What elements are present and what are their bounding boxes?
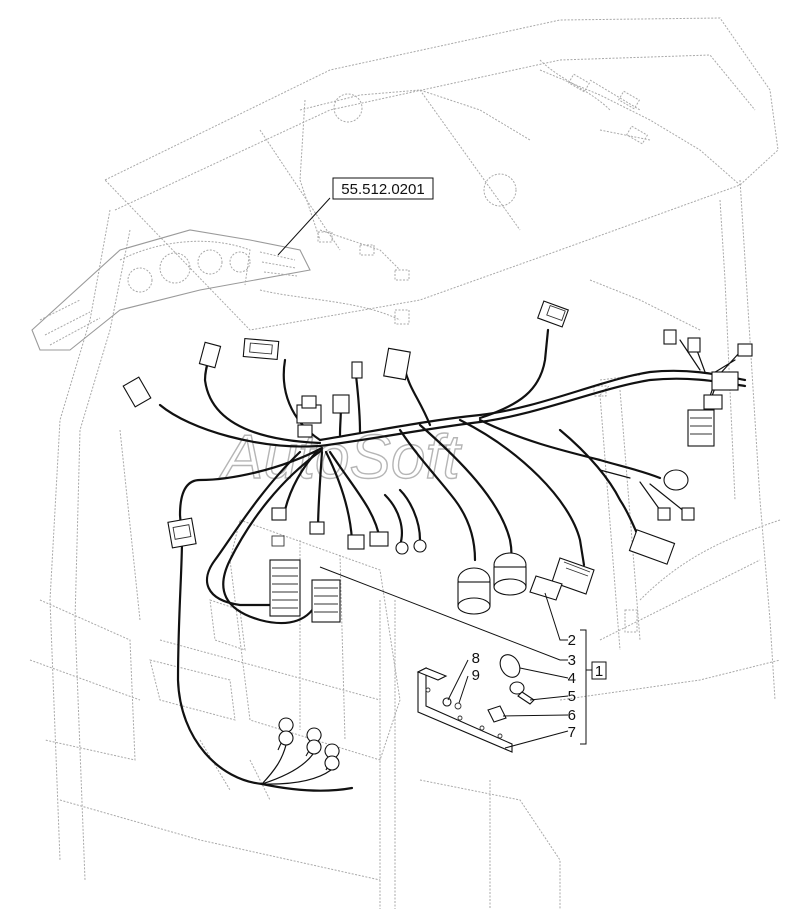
callout-numbers: 2 3 4 5 6 7 8 9 bbox=[472, 632, 576, 741]
callout-2[interactable]: 2 bbox=[568, 632, 576, 649]
exploded-parts bbox=[416, 654, 535, 753]
callout-9[interactable]: 9 bbox=[472, 667, 480, 684]
round-plug-left bbox=[457, 567, 491, 615]
callout-4[interactable]: 4 bbox=[568, 670, 576, 687]
round-plug-right bbox=[493, 552, 527, 596]
group-label-text: 1 bbox=[595, 663, 603, 680]
callout-6[interactable]: 6 bbox=[568, 707, 576, 724]
cab-outline bbox=[29, 17, 781, 909]
callout-5[interactable]: 5 bbox=[568, 688, 576, 705]
group-label[interactable]: 1 bbox=[591, 661, 607, 680]
callout-3[interactable]: 3 bbox=[568, 652, 576, 669]
wiring-harness bbox=[158, 328, 747, 792]
callout-7[interactable]: 7 bbox=[568, 724, 576, 741]
callout-8[interactable]: 8 bbox=[472, 650, 480, 667]
connectors bbox=[122, 300, 753, 785]
connector-block bbox=[529, 557, 595, 601]
reference-label-text: 55.512.0201 bbox=[341, 181, 424, 198]
reference-label[interactable]: 55.512.0201 bbox=[332, 177, 434, 200]
callout-leaders bbox=[277, 197, 592, 749]
